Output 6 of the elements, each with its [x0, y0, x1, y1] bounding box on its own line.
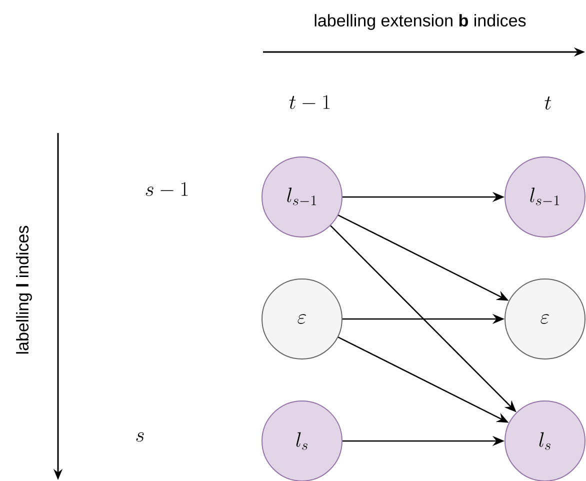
axis-label: labelling extension b indices	[314, 14, 526, 30]
row-label: $s$	[136, 432, 144, 442]
column-label: $t$	[544, 96, 552, 110]
row-label: $s-1$	[146, 182, 188, 196]
column-label: $t-1$	[289, 95, 330, 110]
axis-label: labelling l indices	[16, 226, 32, 354]
